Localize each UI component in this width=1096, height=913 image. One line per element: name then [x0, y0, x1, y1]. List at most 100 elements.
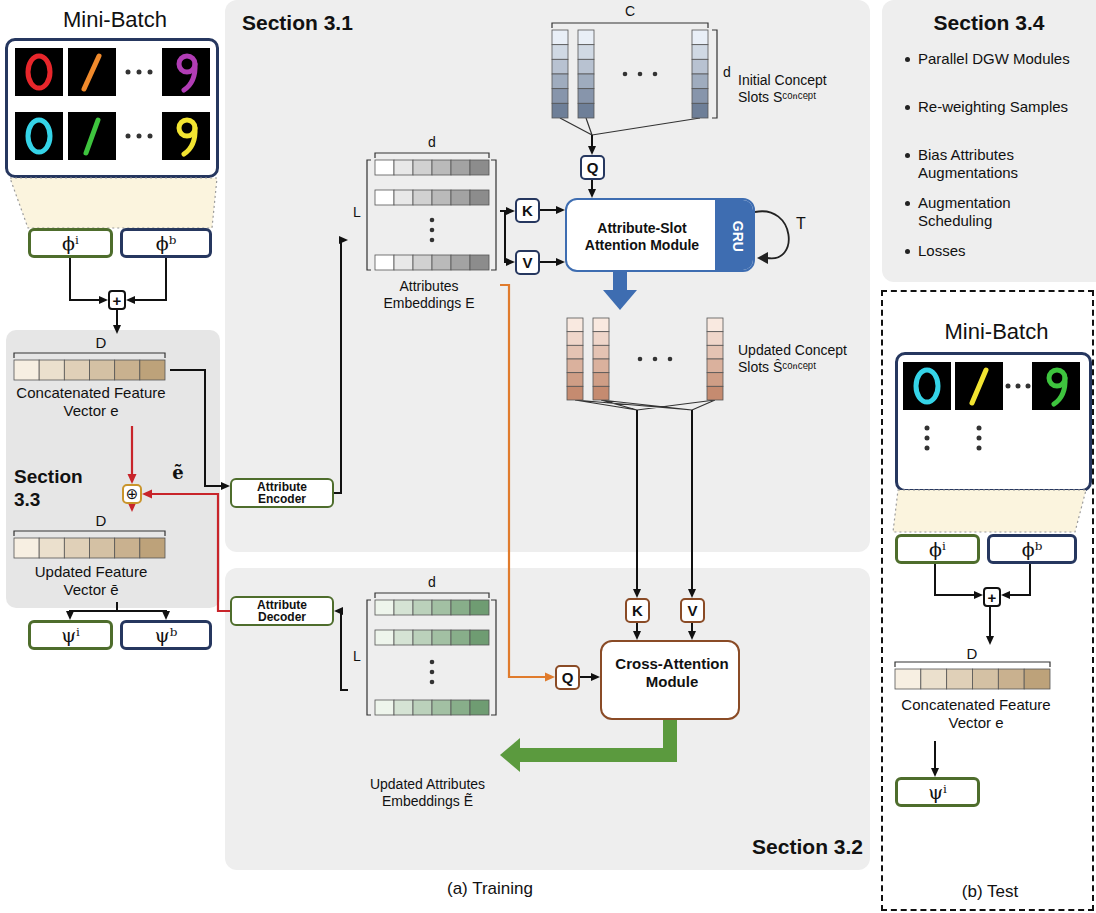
vector-cell [567, 386, 583, 400]
vector-cell [394, 630, 413, 645]
vector-cell [578, 45, 594, 60]
arrowhead [1001, 591, 1010, 599]
vector-cell [567, 318, 583, 332]
vector-cell [375, 630, 394, 645]
label-text: Q [557, 667, 578, 688]
label-text: Section 3.2 [735, 834, 863, 859]
slot-matrix: Updated Concept Slots Ŝᶜᵒⁿᶜᵉᵖᵗ [555, 310, 860, 410]
label-text: Attribute Encoder [232, 480, 332, 506]
feature-vector: D Updated Feature Vector ē [12, 512, 170, 602]
label-text: Mini-Batch [898, 319, 1095, 345]
vector-cell [593, 359, 609, 373]
slot-matrix: CdInitial Concept Slots Sᶜᵒⁿᶜᵉᵖᵗ [540, 3, 860, 135]
vector-cell [552, 30, 568, 45]
vector-cell [14, 538, 39, 558]
vector-cell [707, 332, 723, 346]
label-text: + [985, 589, 999, 605]
vector-cell [470, 630, 489, 645]
section-panel: Section 3.1Attribute EncoderdLAttributes… [225, 0, 870, 552]
connector-line [540, 261, 557, 263]
vector-cell [451, 255, 470, 270]
attention-module: Attribute-Slot Attention ModuleGRU [565, 198, 755, 272]
vector-cell [947, 669, 973, 689]
connector-line [540, 209, 557, 211]
arrowhead [162, 611, 170, 620]
connector-line [131, 426, 133, 475]
label-text: ϕⁱ [31, 231, 110, 255]
label-text: d [424, 574, 440, 591]
vector-cell [413, 600, 432, 615]
label-text: V [682, 600, 703, 621]
free-label: (a) Training [380, 879, 600, 899]
key-box: K [515, 198, 540, 223]
vector-cell [692, 103, 708, 118]
label-text: Section 3.3 [14, 466, 106, 512]
vector-cell [578, 30, 594, 45]
label-text: V [517, 252, 538, 273]
vector-cell [567, 345, 583, 359]
vector-cell [115, 360, 140, 380]
vector-cell [451, 600, 470, 615]
classifier-block: ψⁱ [28, 620, 113, 650]
vector-cell [413, 700, 432, 715]
vector-cell [707, 359, 723, 373]
label-text: + [110, 292, 124, 308]
vector-cell [921, 669, 947, 689]
encoder-block: ϕᵇ [120, 228, 212, 258]
vector-cell [64, 360, 89, 380]
vector-cell [394, 255, 413, 270]
label-text: ψᵇ [123, 623, 209, 647]
label-text: ϕⁱ [898, 537, 977, 561]
vector-cell [394, 600, 413, 615]
add-node: ⊕ [122, 484, 142, 504]
label-text: (b) Test [886, 882, 1094, 902]
label-text: Augmentation Scheduling [918, 194, 1086, 230]
vector-cell [578, 103, 594, 118]
label-text: ϕᵇ [123, 231, 209, 255]
label-text: Bias Attributes Augmentations [918, 146, 1086, 182]
vector-cell [39, 538, 64, 558]
section-panel: Section 3.4Parallel DGW ModulesRe-weight… [882, 0, 1096, 282]
label-text: Section 3.4 [888, 10, 1090, 35]
connector-line [580, 676, 592, 678]
label-text: D [92, 512, 110, 530]
vector-cell [432, 630, 451, 645]
vector-cell [998, 669, 1024, 689]
vector-cell [394, 160, 413, 175]
connector-line [636, 410, 638, 590]
query-box: Q [580, 155, 605, 180]
label-text: K [517, 200, 538, 221]
vector-cell [707, 373, 723, 387]
vector-cell [451, 190, 470, 205]
classifier-block: ψᵇ [120, 620, 212, 650]
arrowhead [126, 296, 135, 304]
vector-cell [1024, 669, 1050, 689]
vector-cell [394, 700, 413, 715]
label-text: L [350, 648, 364, 665]
label-text: Updated Feature Vector ē [12, 563, 170, 599]
vector-cell [973, 669, 999, 689]
embedding-stack: dLUpdated Attributes Embeddings Ẽ [348, 575, 500, 830]
label-text: Parallel DGW Modules [918, 50, 1086, 68]
label-text: Re-weighting Samples [918, 98, 1086, 116]
connector [931, 741, 939, 777]
connector-line [934, 741, 936, 769]
vector-cell [470, 255, 489, 270]
vector-cell [692, 89, 708, 104]
vector-cell [394, 190, 413, 205]
encoder-block: ϕⁱ [895, 534, 980, 564]
vector-cell [140, 360, 165, 380]
vector-cell [567, 332, 583, 346]
label-text: Attribute-Slot Attention Module [571, 220, 713, 254]
vector-cell [413, 630, 432, 645]
connector [70, 258, 108, 304]
sum-node: + [108, 290, 126, 310]
label-text: Section 3.1 [242, 10, 392, 35]
vector-cell [692, 74, 708, 89]
vector-cell [375, 600, 394, 615]
value-box: V [680, 598, 705, 623]
decoder-box: Attribute Decoder [230, 596, 334, 626]
vector-cell [64, 538, 89, 558]
connector-line [691, 623, 693, 632]
vector-cell [140, 538, 165, 558]
